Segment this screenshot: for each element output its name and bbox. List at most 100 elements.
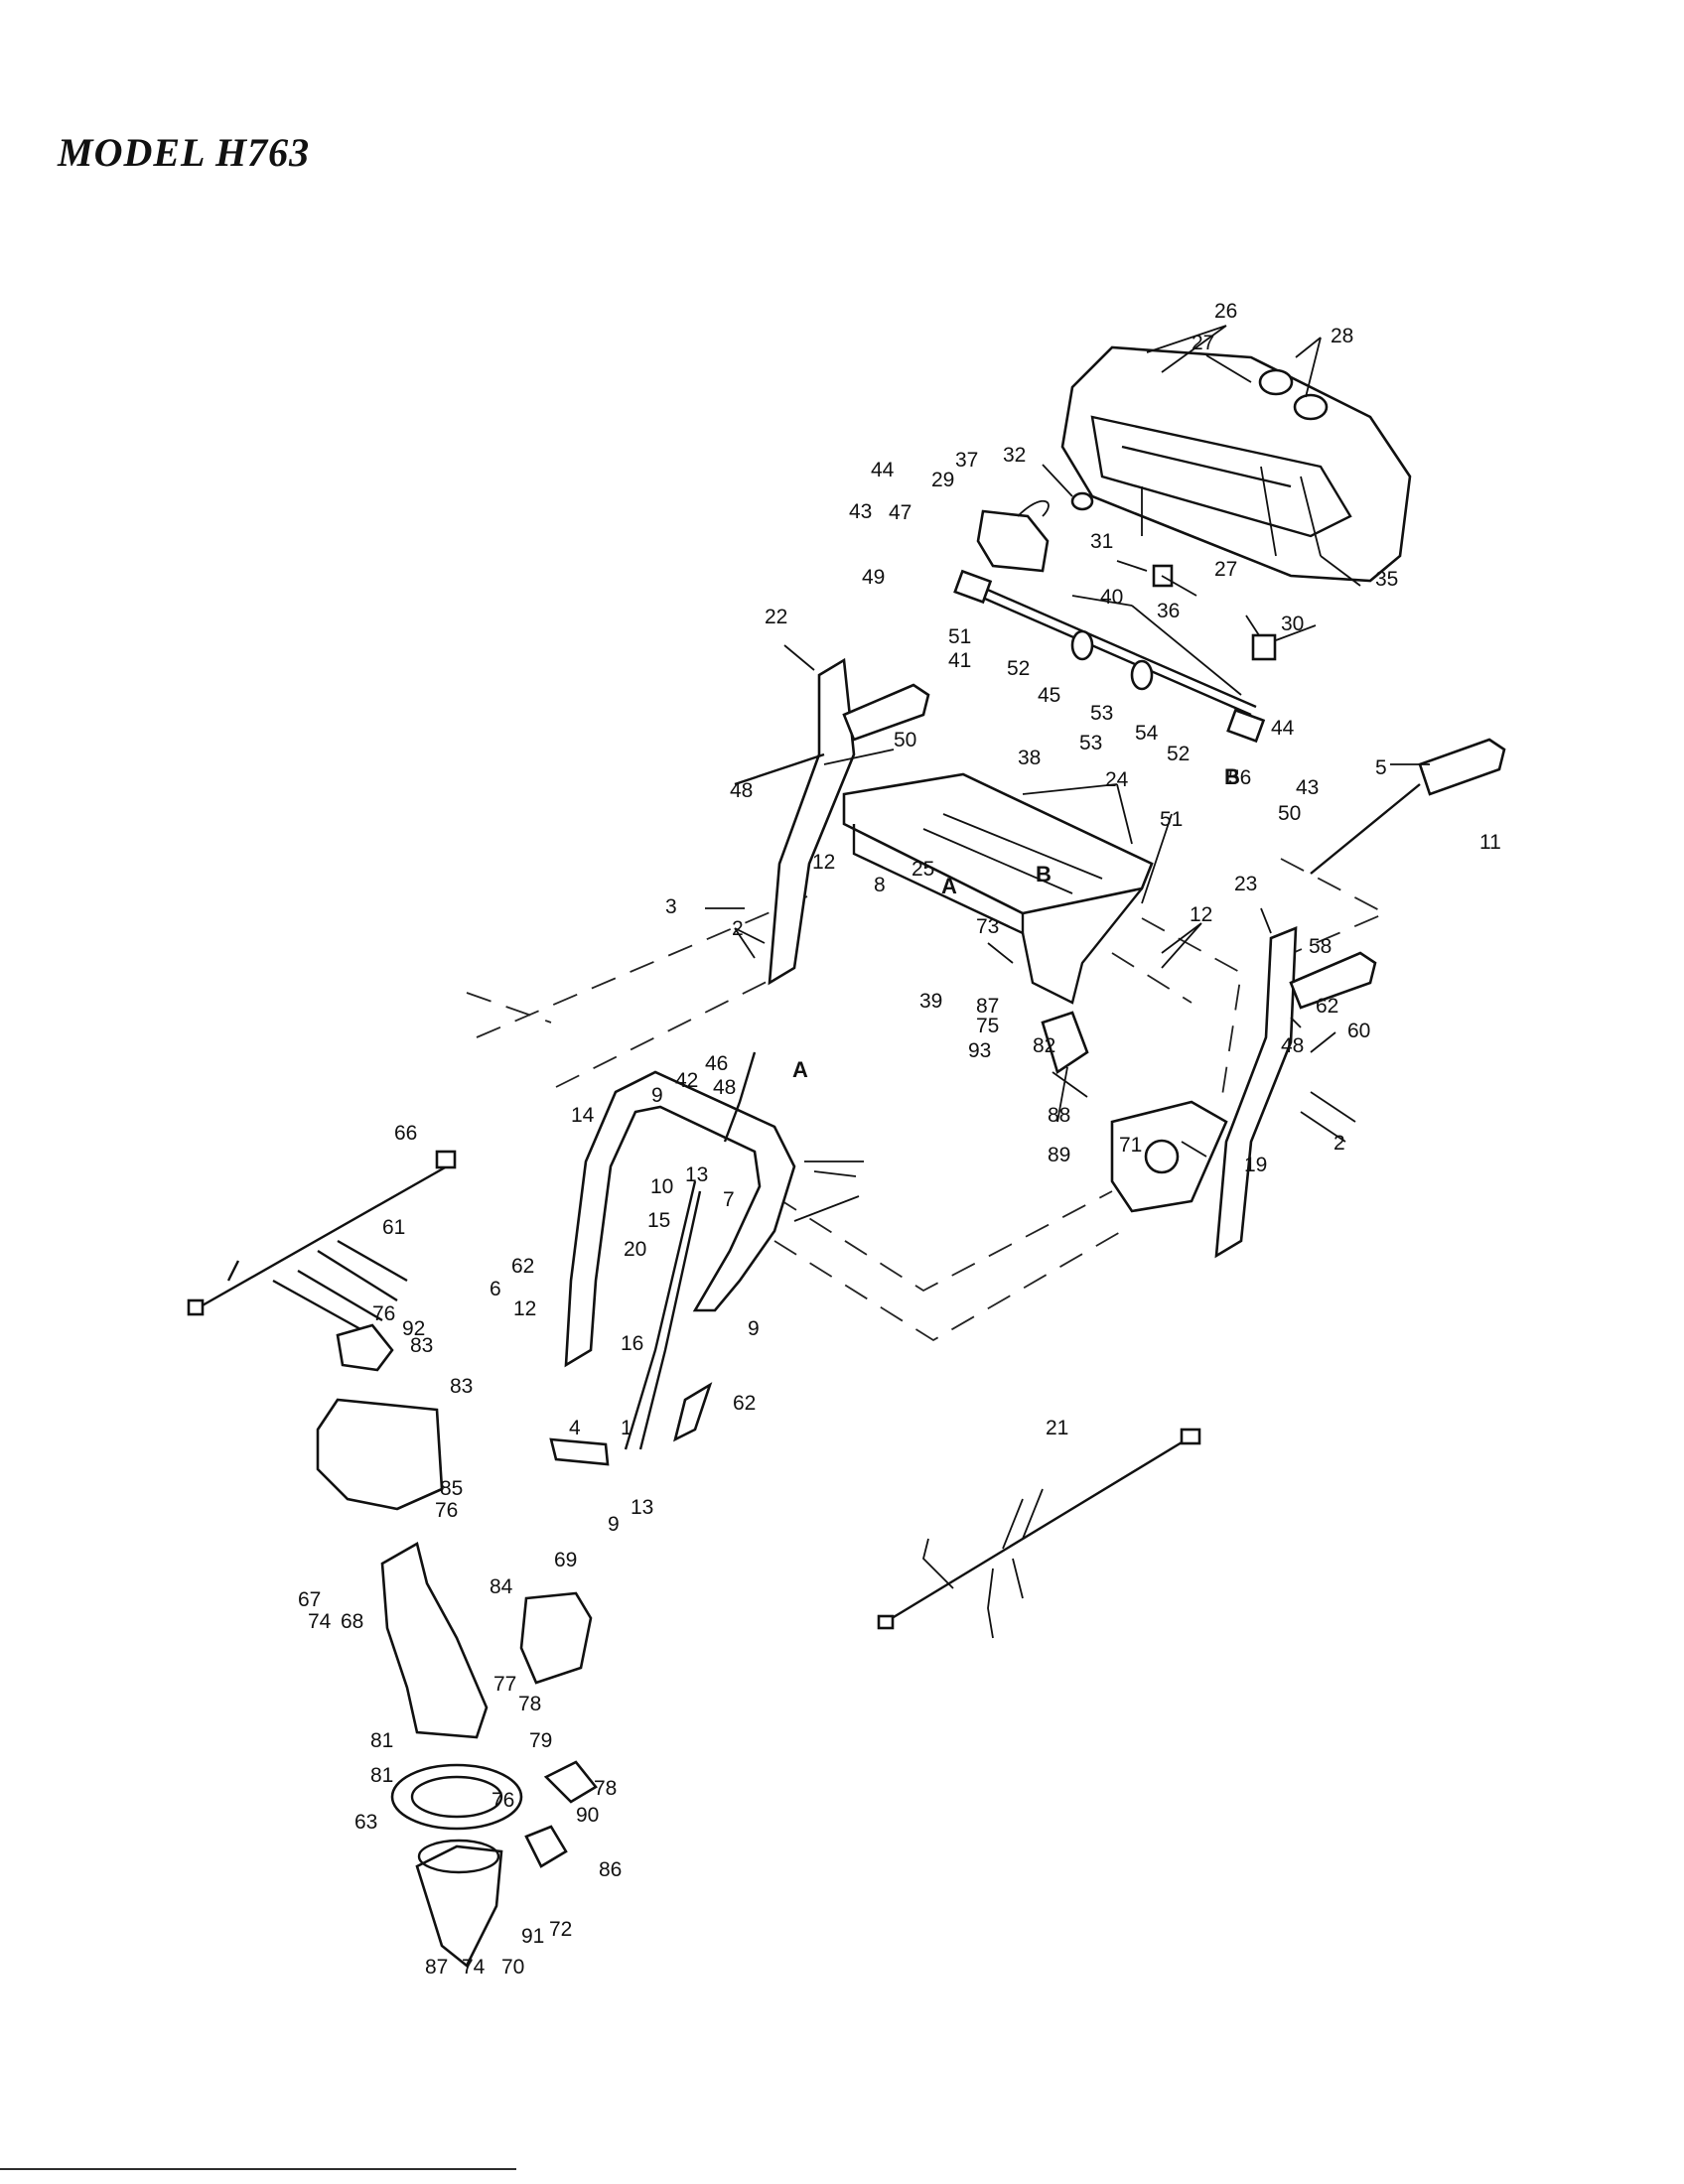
callout-66: 63 [354, 1811, 377, 1834]
callout-89: 88 [1048, 1104, 1070, 1127]
callout-15: 15 [647, 1209, 670, 1232]
callout-20: 20 [624, 1238, 646, 1261]
callout-19: 19 [1244, 1154, 1267, 1176]
callout-76: 75 [976, 1015, 999, 1037]
callout-48: 48 [1281, 1034, 1304, 1057]
callout-41: 41 [948, 649, 971, 672]
callout-7: 7 [723, 1188, 735, 1211]
callout-83: 83 [410, 1334, 433, 1357]
callout-51: 50 [894, 729, 916, 751]
section-marker-b-panel: B [1036, 862, 1052, 887]
callout-67: 66 [394, 1122, 417, 1145]
callout-83: 82 [1033, 1034, 1055, 1057]
callout-76: 76 [435, 1499, 458, 1522]
callout-9: 9 [651, 1084, 663, 1107]
callout-72: 71 [1119, 1134, 1142, 1157]
callout-62: 62 [733, 1392, 756, 1415]
callout-31: 31 [1090, 530, 1113, 553]
callout-92: 91 [521, 1925, 544, 1948]
callout-29: 29 [931, 469, 954, 491]
callout-4: 4 [569, 1417, 581, 1439]
callout-30: 30 [1281, 613, 1304, 635]
callout-16: 16 [621, 1332, 643, 1355]
callout-91: 90 [576, 1804, 599, 1827]
callout-12: 12 [513, 1297, 536, 1320]
callout-76: 76 [372, 1302, 395, 1325]
callout-2: 2 [1333, 1132, 1345, 1155]
callout-53: 53 [1090, 702, 1113, 725]
section-marker-a-lower: A [792, 1057, 808, 1082]
callout-32: 32 [1003, 444, 1026, 467]
callout-78: 78 [518, 1693, 541, 1715]
callout-45: 45 [1038, 684, 1060, 707]
callout-2: 2 [732, 917, 744, 940]
model-title: MODEL H763 [58, 130, 311, 175]
headlight-assembly [976, 491, 1277, 661]
shift-rod-assembly [953, 569, 1266, 744]
control-panel [842, 772, 1154, 1005]
callout-61: 60 [1347, 1020, 1370, 1042]
callout-81: 81 [370, 1764, 393, 1787]
callout-58: 56 [1228, 766, 1251, 789]
wire-harness-21 [877, 1428, 1201, 1639]
wire-harness-67 [187, 1150, 457, 1332]
callout-38: 38 [1018, 747, 1041, 769]
callout-13: 13 [685, 1163, 708, 1186]
callout-11: 11 [1479, 831, 1501, 854]
callout-87: 87 [425, 1956, 448, 1979]
callout-44: 44 [1271, 717, 1295, 740]
callout-labels: 1 2 2 3 4 5 6 7 8 9 9 9 10 11 12 12 12 1… [298, 300, 1501, 1979]
leader-lines [705, 325, 1430, 1222]
callout-68: 67 [298, 1588, 321, 1611]
callout-85: 84 [490, 1575, 513, 1598]
callout-75: 74 [462, 1956, 486, 1979]
callout-28: 28 [1331, 325, 1353, 347]
callout-70: 69 [554, 1549, 577, 1571]
section-marker-b-upper: B [1224, 764, 1240, 789]
callout-63: 62 [1316, 995, 1338, 1018]
callout-3: 3 [665, 895, 677, 918]
callout-27: 27 [1192, 332, 1214, 354]
support-bracket [1041, 1011, 1228, 1213]
dashboard-housing [1060, 345, 1412, 583]
callout-43: 43 [849, 500, 872, 523]
callout-48: 48 [730, 779, 753, 802]
chute-assembly [316, 1323, 598, 1969]
callout-81: 79 [529, 1729, 552, 1752]
callout-6: 6 [490, 1278, 501, 1300]
callout-52: 51 [948, 625, 971, 648]
callout-49: 48 [713, 1076, 736, 1099]
callout-62: 62 [511, 1255, 534, 1278]
callout-40: 40 [1100, 586, 1123, 609]
section-marker-a-panel: A [941, 874, 957, 898]
callout-87: 86 [599, 1858, 622, 1881]
callout-88: 87 [976, 995, 999, 1018]
section-markers: A B A B [792, 764, 1240, 1082]
callout-94: 93 [968, 1039, 991, 1062]
callout-26: 26 [1214, 300, 1237, 323]
callout-90: 89 [1048, 1144, 1070, 1166]
callout-62: 61 [382, 1216, 405, 1239]
callout-86: 85 [440, 1477, 463, 1500]
callout-93: 92 [402, 1317, 425, 1340]
callout-35: 35 [1375, 568, 1398, 591]
callout-39: 39 [919, 990, 942, 1013]
callout-53: 52 [1007, 657, 1030, 680]
callout-22: 22 [765, 606, 787, 628]
callout-52: 52 [1167, 743, 1190, 765]
assembly-guide-lines [466, 858, 1388, 1342]
callout-77: 76 [491, 1789, 514, 1812]
callout-69: 68 [341, 1610, 363, 1633]
callout-73: 72 [549, 1918, 572, 1941]
callout-9: 9 [748, 1317, 760, 1340]
callout-60: 58 [1309, 935, 1332, 958]
callout-74: 74 [308, 1610, 332, 1633]
callout-12: 12 [1190, 903, 1212, 926]
callout-1: 1 [621, 1417, 632, 1439]
callout-74: 73 [976, 915, 999, 938]
callout-24: 24 [1105, 768, 1129, 791]
callout-13: 13 [631, 1496, 653, 1519]
callout-56: 54 [1135, 722, 1159, 745]
callout-37: 37 [955, 449, 978, 472]
callout-27: 27 [1214, 558, 1237, 581]
